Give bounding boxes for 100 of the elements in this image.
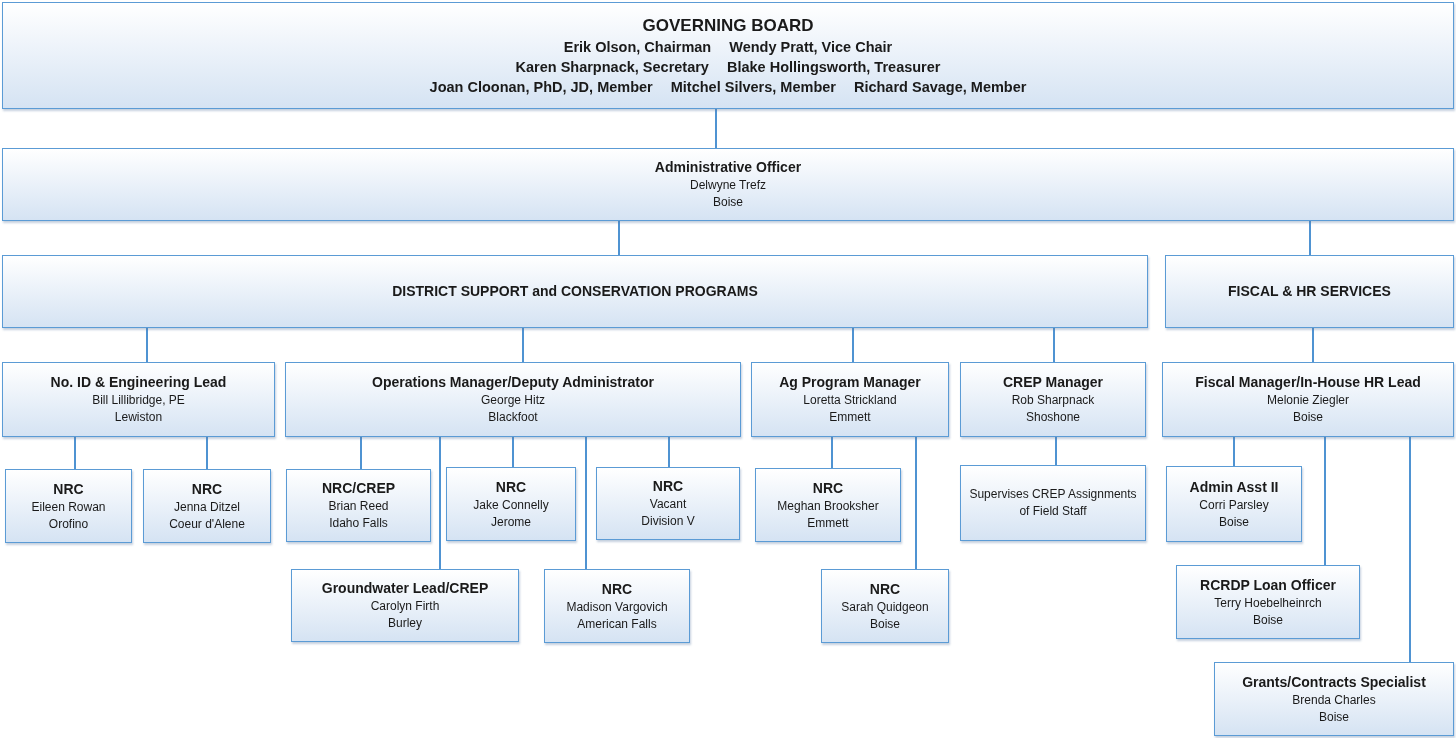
box-heading: Fiscal Manager/In-House HR Lead — [1195, 373, 1421, 392]
box-detail: Carolyn Firth — [370, 598, 440, 615]
member-name: Blake Hollingsworth, Treasurer — [726, 57, 941, 77]
box-detail: Corri Parsley — [1199, 496, 1269, 514]
connector-line — [206, 436, 208, 470]
box-detail: Brian Reed — [328, 498, 389, 515]
box-detail: Boise — [713, 194, 743, 211]
member-name: Erik Olson, Chairman — [563, 37, 712, 57]
connector-line — [1324, 436, 1326, 566]
box-heading: NRC — [53, 479, 84, 499]
org-box — [2, 255, 1148, 328]
org-box — [751, 362, 949, 437]
member-name: Wendy Pratt, Vice Chair — [729, 37, 893, 57]
box-detail: Lewiston — [114, 409, 163, 426]
org-box — [286, 469, 431, 542]
connector-line — [668, 436, 670, 468]
org-box — [291, 569, 519, 642]
org-box — [960, 465, 1146, 541]
box-detail: Boise — [1219, 513, 1249, 531]
member-name: Joan Cloonan, PhD, JD, Member — [429, 77, 653, 97]
box-heading: Operations Manager/Deputy Administrator — [372, 373, 654, 392]
connector-line — [512, 436, 514, 468]
org-box — [1162, 362, 1454, 437]
connector-line — [1053, 327, 1055, 363]
box-detail: Rob Sharpnack — [1011, 392, 1095, 409]
box-detail: Jake Connelly — [473, 496, 549, 514]
connector-line — [915, 436, 917, 570]
box-detail: Division V — [641, 513, 695, 530]
org-box — [1166, 466, 1302, 542]
box-heading: No. ID & Engineering Lead — [50, 373, 227, 392]
box-heading: NRC — [812, 478, 844, 498]
connector-line — [852, 327, 854, 363]
org-box — [960, 362, 1146, 437]
box-detail: Brenda Charles — [1292, 691, 1376, 709]
box-detail: Sarah Quidgeon — [841, 598, 929, 616]
box-detail: Jerome — [491, 513, 531, 531]
box-detail: Blackfoot — [488, 409, 538, 426]
box-detail: Burley — [388, 615, 422, 632]
org-box — [2, 2, 1454, 109]
box-detail: Idaho Falls — [329, 515, 388, 532]
org-box — [285, 362, 741, 437]
box-heading: NRC — [191, 479, 223, 499]
box-heading: Groundwater Lead/CREP — [321, 579, 489, 598]
box-heading: NRC — [601, 579, 633, 599]
org-box — [1165, 255, 1454, 328]
box-detail: Orofino — [48, 515, 89, 533]
box-detail: Boise — [1253, 611, 1283, 629]
box-detail: Emmett — [829, 409, 871, 426]
org-box — [821, 569, 949, 643]
box-heading: Grants/Contracts Specialist — [1242, 672, 1426, 692]
connector-line — [360, 436, 362, 470]
box-detail: Eileen Rowan — [31, 498, 106, 516]
box-heading: Admin Asst II — [1189, 477, 1279, 497]
org-box — [1176, 565, 1360, 639]
box-detail: Boise — [1319, 708, 1349, 726]
connector-line — [585, 436, 587, 570]
box-heading: GOVERNING BOARD — [642, 14, 814, 37]
box-heading: RCRDP Loan Officer — [1200, 575, 1336, 595]
connector-line — [522, 327, 524, 363]
org-box — [1214, 662, 1454, 736]
box-detail: Loretta Strickland — [803, 392, 897, 409]
org-box — [755, 468, 901, 542]
connector-line — [715, 108, 717, 149]
box-detail: Shoshone — [1025, 409, 1080, 426]
box-detail: George Hitz — [481, 392, 545, 409]
box-heading: FISCAL & HR SERVICES — [1228, 282, 1391, 301]
connector-line — [1409, 436, 1411, 663]
connector-line — [1055, 436, 1057, 466]
box-heading: NRC/CREP — [321, 479, 396, 498]
box-detail: Madison Vargovich — [566, 598, 668, 616]
box-detail: Melonie Ziegler — [1266, 392, 1349, 409]
box-heading: NRC — [495, 477, 527, 497]
org-box — [143, 469, 271, 543]
box-heading: CREP Manager — [1002, 373, 1104, 392]
member-name: Richard Savage, Member — [853, 77, 1027, 97]
connector-line — [74, 436, 76, 470]
org-box — [596, 467, 740, 540]
box-detail: Jenna Ditzel — [173, 498, 240, 516]
box-detail: Terry Hoebelheinrch — [1214, 594, 1322, 612]
box-detail: Emmett — [807, 514, 849, 532]
org-box — [2, 362, 275, 437]
box-description: Supervises CREP Assignments of Field Staff — [968, 486, 1138, 520]
box-detail: Bill Lillibridge, PE — [92, 392, 185, 409]
member-name: Mitchel Silvers, Member — [670, 77, 836, 97]
org-box — [5, 469, 132, 543]
box-heading: DISTRICT SUPPORT and CONSERVATION PROGRAMS — [392, 282, 758, 301]
org-box — [544, 569, 690, 643]
connector-line — [1233, 436, 1235, 467]
box-detail: Boise — [1293, 409, 1323, 426]
org-box — [446, 467, 576, 541]
box-heading: NRC — [652, 477, 684, 496]
connector-line — [1312, 327, 1314, 363]
box-detail: Boise — [870, 615, 900, 633]
box-detail: Meghan Brooksher — [777, 497, 879, 515]
box-detail: Delwyne Trefz — [690, 177, 766, 194]
connector-line — [1309, 220, 1311, 256]
org-box — [2, 148, 1454, 221]
box-heading: NRC — [869, 579, 901, 599]
connector-line — [146, 327, 148, 363]
connector-line — [831, 436, 833, 469]
